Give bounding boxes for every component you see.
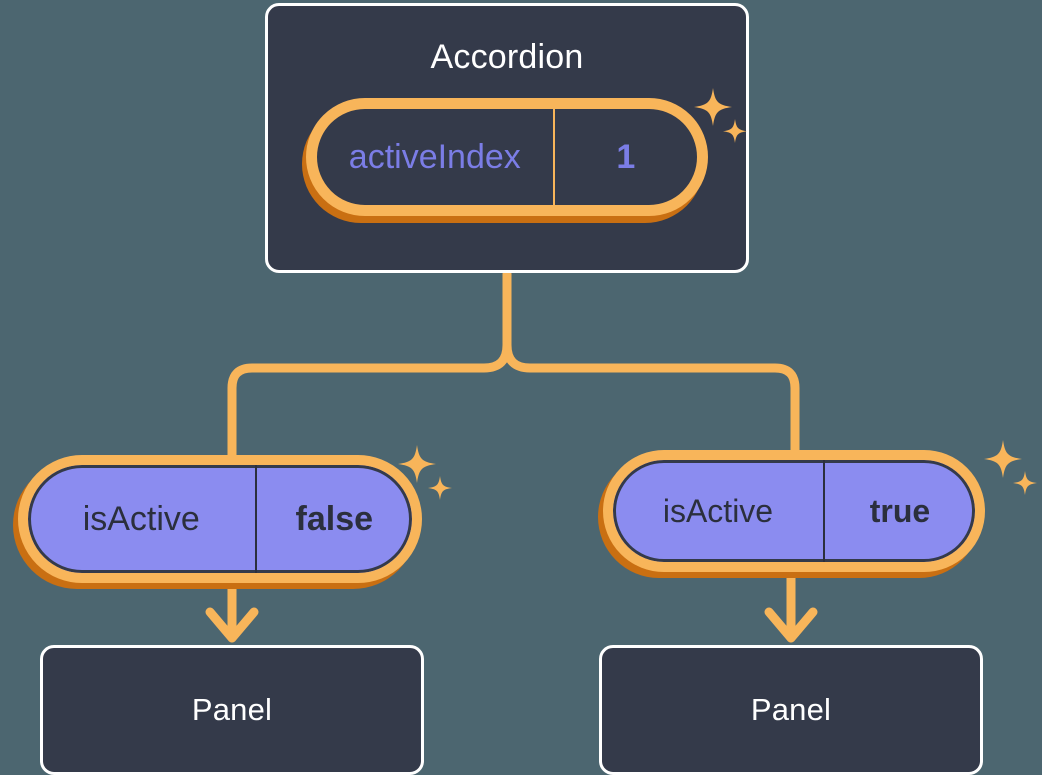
state-pill-divider (822, 460, 825, 562)
arrow-down-icon-right-head (764, 607, 818, 643)
panel-title: Panel (750, 692, 832, 727)
wire-fork-right (502, 340, 800, 457)
panel-title: Panel (191, 692, 273, 727)
state-pill-isactive-false[interactable]: isActive false (18, 455, 422, 583)
state-value-label: 1 (616, 137, 636, 176)
arrow-down-icon-left-head (205, 607, 259, 643)
state-value-label: false (295, 499, 374, 538)
state-pill-isactive-true[interactable]: isActive true (603, 450, 985, 572)
state-key-label: activeIndex (348, 137, 521, 176)
page-title: Accordion (430, 38, 584, 76)
sparkle-icon (984, 440, 1037, 495)
state-pill-divider (254, 465, 257, 573)
child-panel-right-box[interactable]: Panel (599, 645, 983, 775)
wire-fork-left (227, 340, 512, 460)
state-pill-divider (552, 109, 555, 205)
state-key-label: isActive (82, 499, 200, 538)
state-pill-activeindex[interactable]: activeIndex 1 (306, 98, 708, 216)
child-panel-left-box[interactable]: Panel (40, 645, 424, 775)
state-value-label: true (869, 492, 931, 529)
state-key-label: isActive (662, 492, 774, 529)
